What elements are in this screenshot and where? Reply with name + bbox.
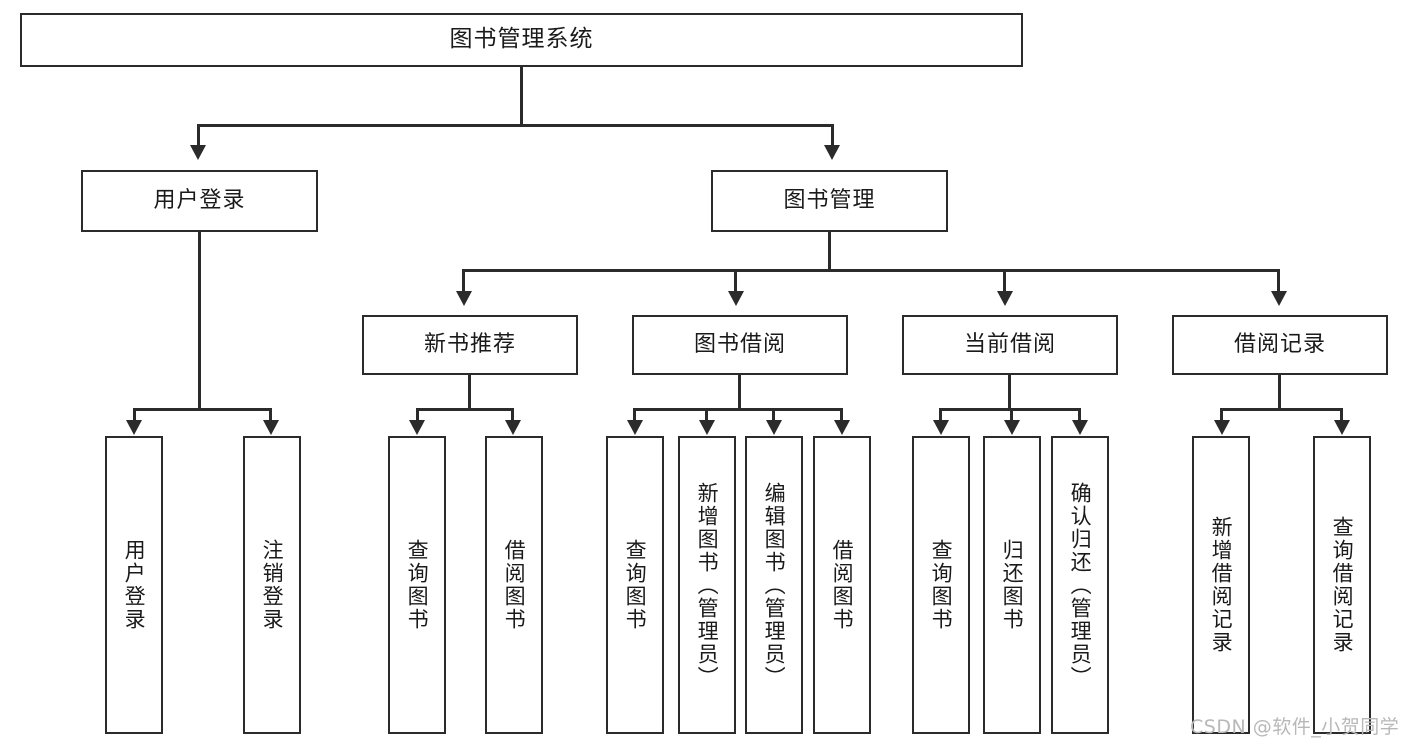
node-label: 借阅记录 bbox=[1233, 331, 1326, 357]
edge-book-management-bus bbox=[462, 269, 1280, 272]
node-leaf-add-book-admin[interactable]: 新增图书（管理员） bbox=[678, 436, 736, 734]
node-leaf-logout[interactable]: 注销登录 bbox=[243, 436, 301, 734]
edge-user-login-to-leaf-1 bbox=[133, 408, 136, 422]
edge-bb-leaf-4 bbox=[840, 408, 843, 422]
node-label: 图书管理 bbox=[783, 187, 876, 213]
csdn-watermark: CSDN @软件_小贺同学 bbox=[1190, 716, 1400, 738]
node-leaf-borrow-book-bb[interactable]: 借阅图书 bbox=[813, 436, 871, 734]
arrow-icon-bb-leaf-4 bbox=[834, 420, 850, 435]
node-label: 当前借阅 bbox=[963, 331, 1056, 357]
node-label: 查询借阅记录 bbox=[1330, 516, 1355, 654]
node-leaf-query-book-cb[interactable]: 查询图书 bbox=[912, 436, 970, 734]
edge-br-leaf-1 bbox=[1220, 408, 1223, 422]
node-label: 借阅图书 bbox=[830, 539, 855, 631]
node-label: 图书借阅 bbox=[693, 331, 786, 357]
arrow-icon-to-new-book-recommend bbox=[456, 291, 472, 306]
node-label: 注销登录 bbox=[260, 539, 285, 631]
arrow-icon-nbr-leaf-2 bbox=[505, 420, 521, 435]
node-leaf-query-borrow-record[interactable]: 查询借阅记录 bbox=[1313, 436, 1371, 734]
edge-new-book-recommend-trunk bbox=[468, 375, 471, 410]
edge-to-current-borrow bbox=[1003, 269, 1006, 295]
edge-new-book-recommend-bus bbox=[416, 408, 514, 411]
edge-cb-leaf-2 bbox=[1010, 408, 1013, 422]
node-label: 查询图书 bbox=[929, 539, 954, 631]
node-label: 新增图书（管理员） bbox=[695, 481, 720, 689]
arrow-icon-root-to-book-management bbox=[824, 145, 840, 160]
node-label: 确认归还（管理员） bbox=[1068, 481, 1093, 689]
node-new-book-recommend[interactable]: 新书推荐 bbox=[362, 315, 578, 375]
edge-book-borrow-trunk bbox=[738, 375, 741, 410]
edge-to-book-borrow bbox=[734, 269, 737, 295]
edge-bb-leaf-2 bbox=[705, 408, 708, 422]
edge-user-login-trunk bbox=[198, 232, 201, 410]
edge-nbr-leaf-1 bbox=[416, 408, 419, 422]
arrow-icon-nbr-leaf-1 bbox=[409, 420, 425, 435]
node-user-login[interactable]: 用户登录 bbox=[81, 170, 318, 232]
node-current-borrow[interactable]: 当前借阅 bbox=[902, 315, 1118, 375]
node-label: 借阅图书 bbox=[502, 539, 527, 631]
node-book-borrow[interactable]: 图书借阅 bbox=[632, 315, 848, 375]
node-label: 归还图书 bbox=[1000, 539, 1025, 631]
node-leaf-user-login[interactable]: 用户登录 bbox=[105, 436, 163, 734]
arrow-icon-cb-leaf-2 bbox=[1004, 420, 1020, 435]
edge-root-to-user-login bbox=[197, 124, 200, 147]
edge-cb-leaf-3 bbox=[1078, 408, 1081, 422]
arrow-icon-user-login-to-leaf-1 bbox=[126, 420, 142, 435]
node-label: 新书推荐 bbox=[423, 331, 516, 357]
edge-borrow-record-bus bbox=[1220, 408, 1343, 411]
edge-root-bus bbox=[197, 124, 834, 127]
node-leaf-add-borrow-record[interactable]: 新增借阅记录 bbox=[1192, 436, 1250, 734]
node-leaf-edit-book-admin[interactable]: 编辑图书（管理员） bbox=[745, 436, 803, 734]
edge-br-leaf-2 bbox=[1340, 408, 1343, 422]
node-leaf-return-book[interactable]: 归还图书 bbox=[983, 436, 1041, 734]
edge-to-new-book-recommend bbox=[462, 269, 465, 295]
edge-user-login-to-leaf-2 bbox=[269, 408, 272, 422]
node-label: 查询图书 bbox=[623, 539, 648, 631]
arrow-icon-user-login-to-leaf-2 bbox=[263, 420, 279, 435]
node-label: 新增借阅记录 bbox=[1209, 516, 1234, 654]
arrow-icon-bb-leaf-1 bbox=[627, 420, 643, 435]
edge-current-borrow-trunk bbox=[1008, 375, 1011, 410]
arrow-icon-to-current-borrow bbox=[997, 291, 1013, 306]
arrow-icon-to-book-borrow bbox=[728, 291, 744, 306]
node-leaf-borrow-book-nbr[interactable]: 借阅图书 bbox=[485, 436, 543, 734]
arrow-icon-root-to-user-login bbox=[190, 145, 206, 160]
node-leaf-confirm-return-admin[interactable]: 确认归还（管理员） bbox=[1051, 436, 1109, 734]
arrow-icon-to-borrow-record bbox=[1271, 291, 1287, 306]
edge-cb-leaf-1 bbox=[939, 408, 942, 422]
arrow-icon-br-leaf-2 bbox=[1334, 420, 1350, 435]
arrow-icon-bb-leaf-3 bbox=[766, 420, 782, 435]
node-label: 用户登录 bbox=[153, 187, 246, 213]
node-label: 查询图书 bbox=[405, 539, 430, 631]
node-label: 编辑图书（管理员） bbox=[762, 481, 787, 689]
edge-user-login-bus bbox=[133, 408, 272, 411]
node-leaf-query-book-bb[interactable]: 查询图书 bbox=[606, 436, 664, 734]
edge-bb-leaf-3 bbox=[772, 408, 775, 422]
arrow-icon-cb-leaf-3 bbox=[1072, 420, 1088, 435]
edge-book-management-trunk bbox=[828, 232, 831, 271]
edge-borrow-record-trunk bbox=[1278, 375, 1281, 410]
arrow-icon-bb-leaf-2 bbox=[699, 420, 715, 435]
edge-root-to-book-management bbox=[831, 124, 834, 147]
edge-book-borrow-bus bbox=[633, 408, 843, 411]
edge-nbr-leaf-2 bbox=[511, 408, 514, 422]
node-label: 用户登录 bbox=[122, 539, 147, 631]
edge-bb-leaf-1 bbox=[633, 408, 636, 422]
node-label: 图书管理系统 bbox=[449, 26, 594, 53]
edge-to-borrow-record bbox=[1277, 269, 1280, 295]
arrow-icon-br-leaf-1 bbox=[1214, 420, 1230, 435]
node-leaf-query-book-nbr[interactable]: 查询图书 bbox=[388, 436, 446, 734]
node-root-book-management-system[interactable]: 图书管理系统 bbox=[20, 13, 1023, 67]
arrow-icon-cb-leaf-1 bbox=[933, 420, 949, 435]
node-borrow-record[interactable]: 借阅记录 bbox=[1172, 315, 1388, 375]
edge-root-trunk bbox=[520, 67, 523, 124]
node-book-management[interactable]: 图书管理 bbox=[711, 170, 948, 232]
